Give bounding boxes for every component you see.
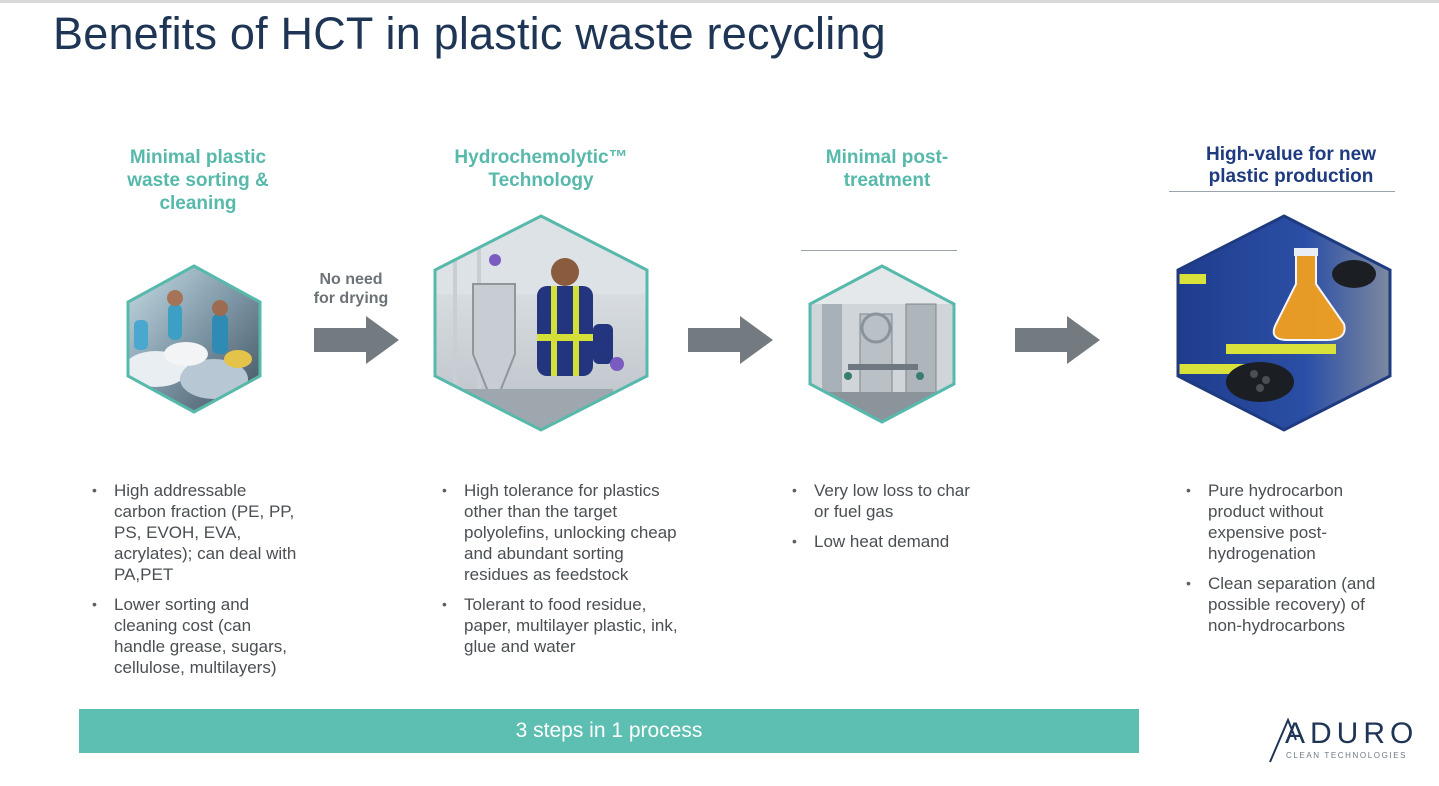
arrow-1-caption: No need for drying — [296, 270, 406, 308]
step-2-bullets: High tolerance for plastics other than t… — [440, 480, 690, 666]
step-1-bullets: High addressable carbon fraction (PE, PP… — [90, 480, 300, 687]
reactor-operator-photo — [433, 214, 649, 432]
waste-sorting-photo — [126, 264, 262, 414]
step-3-heading-line-1: Minimal post- — [825, 147, 949, 168]
step-2-heading: Hydrochemolytic™ Technology — [421, 146, 661, 192]
process-banner: 3 steps in 1 process — [79, 709, 1139, 753]
step-1-heading-line-1: Minimal plastic — [129, 147, 267, 168]
step-1-heading-line-3: cleaning — [159, 193, 237, 214]
step-3-heading: Minimal post- treatment — [787, 146, 987, 192]
step-3-heading-line-2: treatment — [843, 170, 931, 191]
arrow-right-icon — [688, 316, 773, 364]
arrow-right-icon — [1015, 316, 1100, 364]
list-item: High tolerance for plastics other than t… — [440, 480, 690, 585]
list-item: Pure hydrocarbon product without expensi… — [1184, 480, 1384, 564]
step-4-heading-rule — [1169, 191, 1395, 192]
logo-wordmark: ADURO — [1285, 717, 1419, 750]
step-4-heading-line-1: High-value for new — [1206, 144, 1376, 165]
top-divider — [0, 0, 1439, 3]
logo-tagline: CLEAN TECHNOLOGIES — [1286, 751, 1408, 760]
step-1-heading-line-2: waste sorting & — [127, 170, 269, 191]
step-2-heading-line-1: Hydrochemolytic™ — [454, 147, 628, 168]
list-item: Clean separation (and possible recovery)… — [1184, 573, 1384, 636]
step-4-heading: High-value for new plastic production — [1172, 144, 1410, 188]
step-4-bullets: Pure hydrocarbon product without expensi… — [1184, 480, 1384, 645]
list-item: Low heat demand — [790, 531, 970, 552]
hydrocarbon-flask-photo — [1176, 214, 1392, 432]
processing-equipment-photo — [808, 264, 956, 424]
step-4-heading-line-2: plastic production — [1208, 166, 1374, 187]
step-3-bullets: Very low loss to char or fuel gas Low he… — [790, 480, 970, 561]
step-2-heading-line-2: Technology — [488, 170, 594, 191]
arrow-right-icon — [314, 316, 399, 364]
list-item: Very low loss to char or fuel gas — [790, 480, 970, 522]
step-1-heading: Minimal plastic waste sorting & cleaning — [103, 146, 293, 215]
aduro-logo-mark-icon — [1269, 717, 1297, 763]
slide-title: Benefits of HCT in plastic waste recycli… — [53, 8, 886, 59]
aduro-logo: ADURO CLEAN TECHNOLOGIES — [1268, 716, 1428, 766]
list-item: Tolerant to food residue, paper, multila… — [440, 594, 690, 657]
step-3-heading-rule — [801, 250, 957, 251]
list-item: High addressable carbon fraction (PE, PP… — [90, 480, 300, 585]
arrow-1-caption-line-2: for drying — [313, 290, 389, 307]
list-item: Lower sorting and cleaning cost (can han… — [90, 594, 300, 678]
arrow-1-caption-line-1: No need — [319, 271, 383, 288]
